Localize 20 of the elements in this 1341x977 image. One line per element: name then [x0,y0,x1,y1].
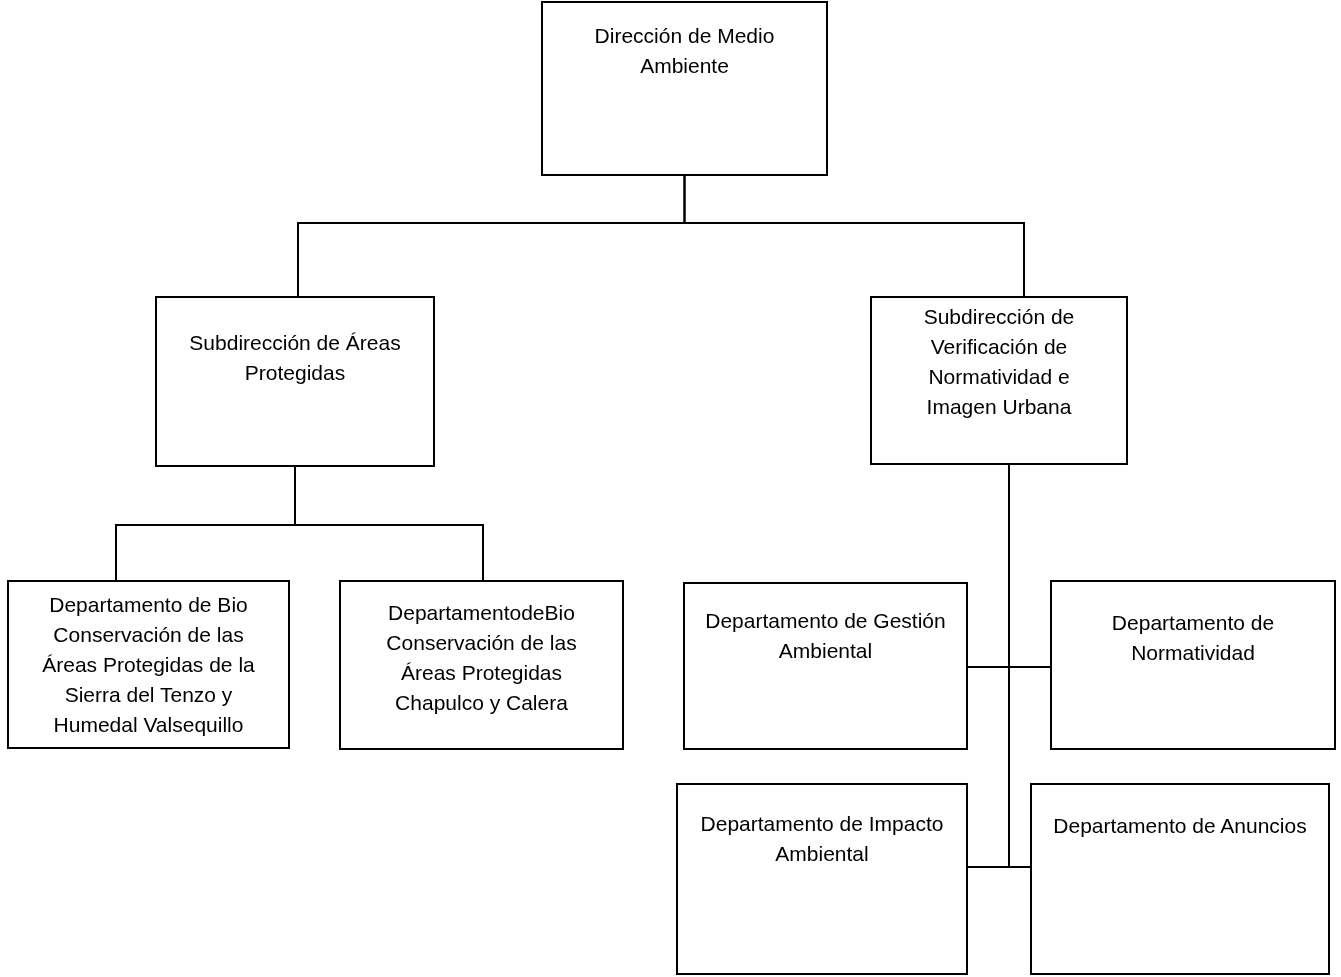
org-box [7,580,290,749]
org-box [870,296,1128,465]
unit-name: Departamento de Anuncios [1052,813,1308,839]
connector-line [683,175,1025,297]
org-box [541,1,828,176]
unit-name: Departamento de Impacto Ambiental [699,811,945,867]
unit-name: Departamento de Bio Conservación de las Áreas Protegidas de la Sierra del Tenzo y Humedal Valsequillo [41,592,256,738]
org-box [155,296,435,467]
org-box [1030,783,1330,975]
unit-name: Departamento de Gestión Ambiental [704,608,947,664]
unit-name: Dirección de Medio Ambiente [593,23,776,79]
unit-name: DepartamentodeBio Conservación de las Áreas Protegidas Chapulco y Calera [385,600,578,716]
unit-name: Subdirección de Verificación de Normatividad e Imagen Urbana [922,304,1076,420]
unit-name: Departamento de Normatividad [1110,610,1276,666]
unit-name: Subdirección de Áreas Protegidas [188,330,402,386]
org-box [1050,580,1336,750]
org-box [339,580,624,750]
connector-line [294,466,484,581]
org-box [676,783,968,975]
org-box [683,582,968,750]
